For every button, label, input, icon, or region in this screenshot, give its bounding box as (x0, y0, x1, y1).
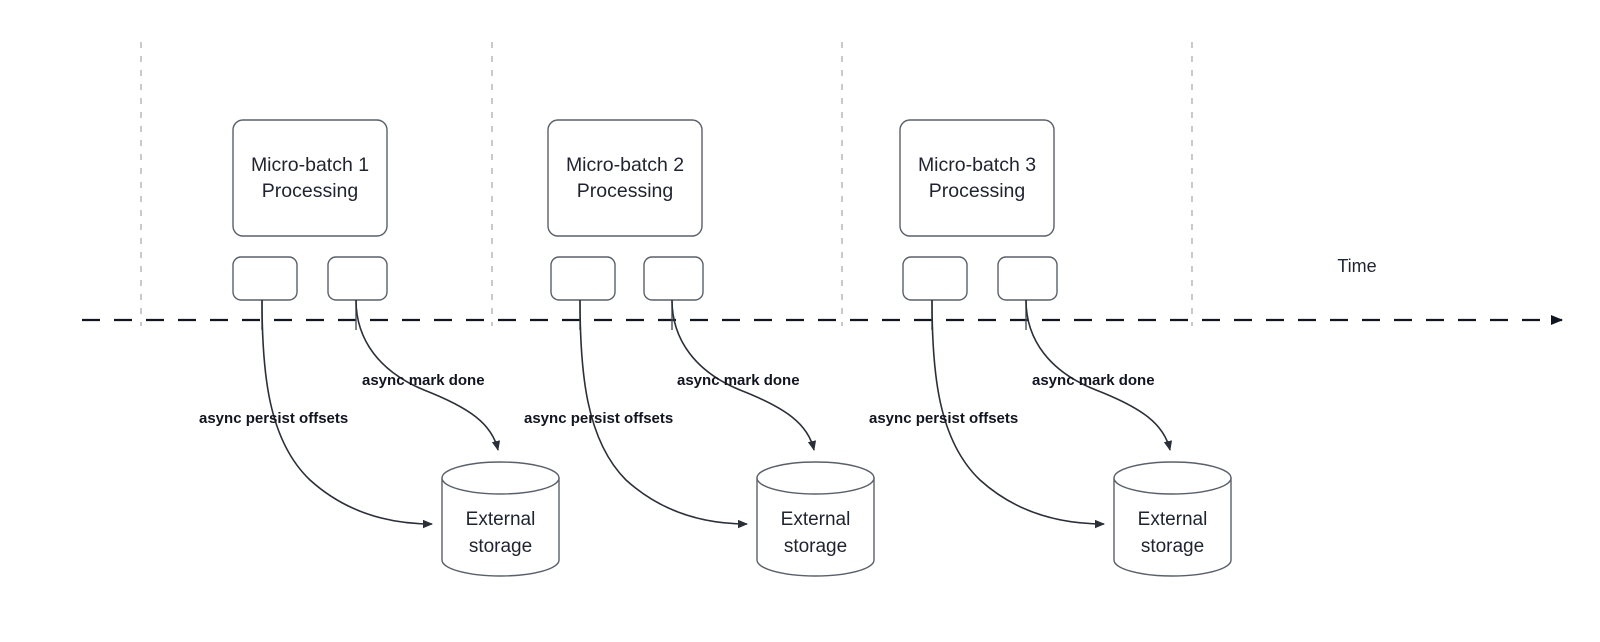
micro-batch-1-label-line1: Micro-batch 1 (251, 154, 369, 176)
micro-batch-2-persist-label: async persist offsets (524, 410, 673, 427)
external-storage-3-label-line2: storage (1141, 536, 1204, 557)
external-storage-2[interactable]: External storage (756, 461, 875, 577)
micro-batch-1-markdone-label: async mark done (362, 372, 485, 389)
micro-batch-2-markdone-arrow (671, 299, 817, 451)
external-storage-3[interactable]: External storage (1113, 461, 1232, 577)
external-storage-2-body (756, 477, 875, 577)
micro-batch-1-label-line2: Processing (262, 180, 358, 202)
micro-batch-2-label-line1: Micro-batch 2 (566, 154, 684, 176)
micro-batch-2-task-right[interactable] (643, 256, 704, 301)
external-storage-1-label-line2: storage (469, 536, 532, 557)
external-storage-3-top (1113, 461, 1232, 495)
micro-batch-3-task-right[interactable] (997, 256, 1058, 301)
external-storage-2-label-line1: External (781, 509, 851, 530)
external-storage-1[interactable]: External storage (441, 461, 560, 577)
micro-batch-1-task-left[interactable] (232, 256, 298, 301)
micro-batch-3-markdone-arrow (1025, 299, 1173, 451)
micro-batch-2-markdone-label: async mark done (677, 372, 800, 389)
micro-batch-2-box[interactable] (547, 119, 703, 237)
micro-batch-1-box[interactable] (232, 119, 388, 237)
external-storage-3-body (1113, 477, 1232, 577)
micro-batch-2-persist-arrow (579, 299, 748, 529)
external-storage-3-label-line1: External (1138, 509, 1208, 530)
micro-batch-3-markdone-label: async mark done (1032, 372, 1155, 389)
gridlines-group (140, 42, 1193, 326)
micro-batch-1-persist-label: async persist offsets (199, 410, 348, 427)
micro-batch-2-label-line2: Processing (577, 180, 673, 202)
external-storage-2-top (756, 461, 875, 495)
external-storage-1-label-line1: External (466, 509, 536, 530)
micro-batch-3-group: Micro-batch 3 Processing External storag… (869, 119, 1232, 577)
micro-batch-1-markdone-arrow (355, 299, 501, 451)
micro-batch-3-box[interactable] (899, 119, 1055, 237)
micro-batch-3-label-line1: Micro-batch 3 (918, 154, 1036, 176)
micro-batch-2-group: Micro-batch 2 Processing External storag… (524, 119, 875, 577)
external-storage-2-label-line2: storage (784, 536, 847, 557)
micro-batch-3-persist-arrow (931, 299, 1105, 529)
external-storage-1-body (441, 477, 560, 577)
micro-batch-1-persist-arrow (261, 299, 433, 529)
time-axis-label: Time (1337, 256, 1376, 276)
micro-batch-1-task-right[interactable] (327, 256, 388, 301)
external-storage-1-top (441, 461, 560, 495)
micro-batch-3-task-left[interactable] (902, 256, 968, 301)
micro-batch-2-task-left[interactable] (550, 256, 616, 301)
micro-batch-1-group: Micro-batch 1 Processing External storag… (199, 119, 560, 577)
micro-batch-3-label-line2: Processing (929, 180, 1025, 202)
micro-batch-3-persist-label: async persist offsets (869, 410, 1018, 427)
time-axis-group: Time (82, 256, 1563, 325)
